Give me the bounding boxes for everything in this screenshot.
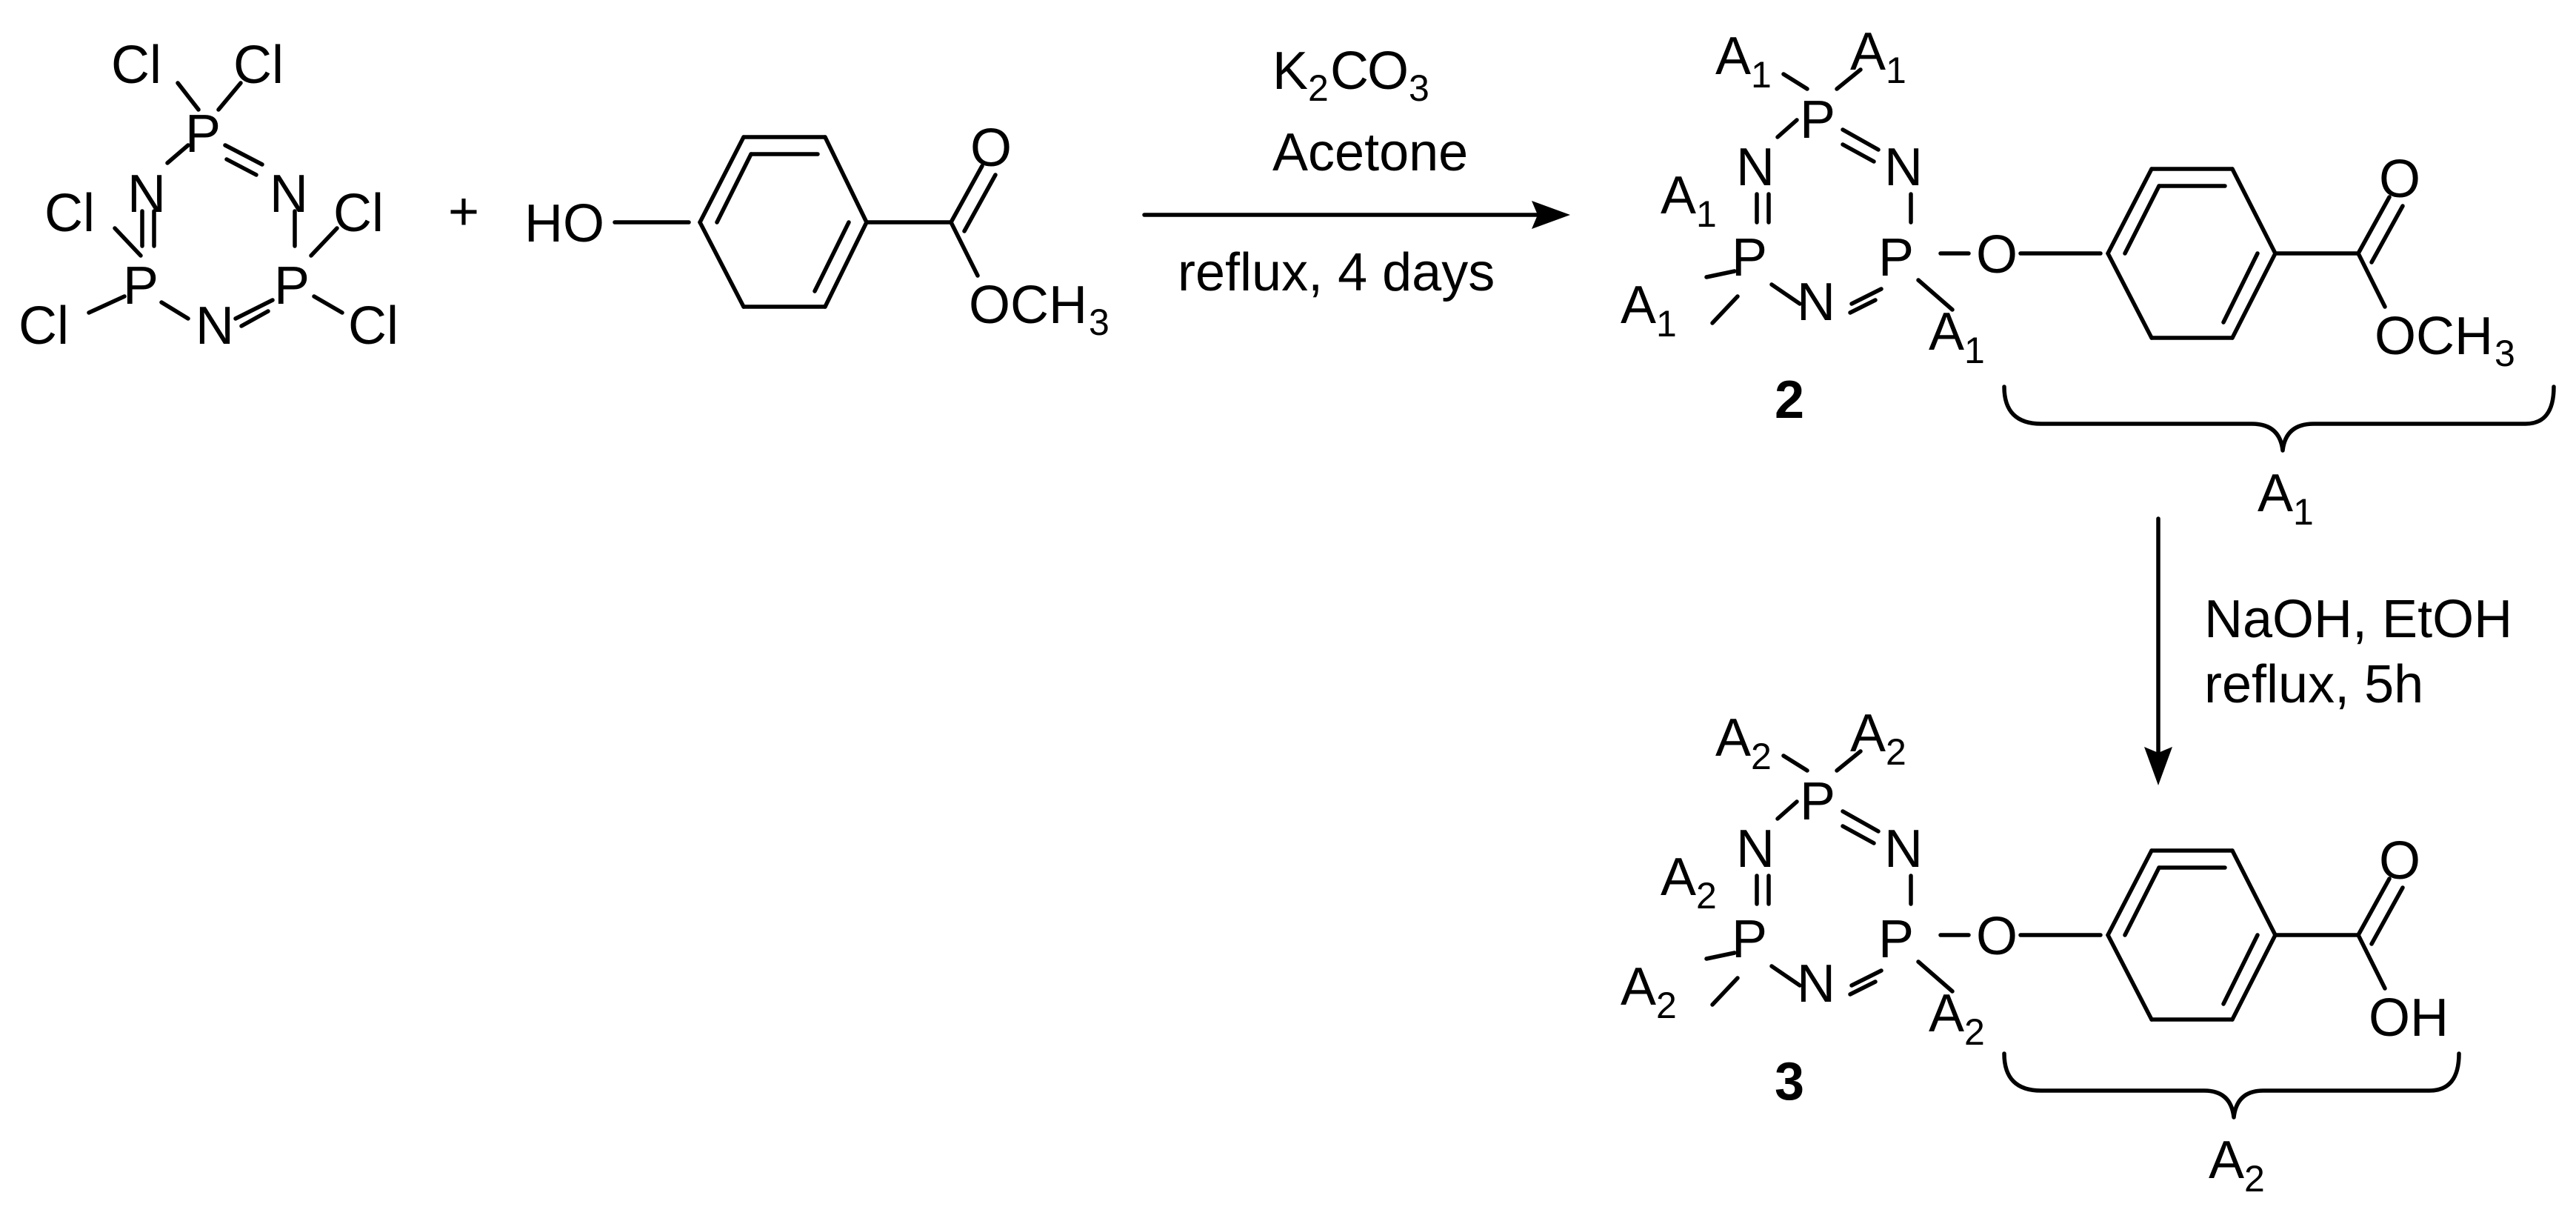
reaction-conditions: reflux, 4 days — [1178, 243, 1495, 302]
methoxy-group: OCH 3 — [969, 276, 1110, 343]
substituent-a: A — [1715, 27, 1751, 86]
substituent-a: A — [1661, 848, 1696, 907]
substituent-brace-a2: A 2 — [2002, 1051, 2461, 1200]
substituent-a: A — [1621, 957, 1656, 1017]
substituent-brace-a1: A 1 — [2002, 385, 2556, 533]
atom-n: N — [1884, 138, 1923, 197]
atom-o: O — [1976, 225, 2018, 285]
reagent-base-solvent: NaOH, EtOH — [2204, 590, 2512, 649]
subscript-one: 1 — [1696, 193, 1717, 235]
atom-cl: Cl — [333, 184, 384, 243]
subscript-one: 1 — [1751, 54, 1772, 96]
atom-n: N — [196, 296, 234, 356]
reagent-potassium-carbonate: K 2 C O 3 — [1272, 41, 1429, 109]
reaction-conditions-2: NaOH, EtOH reflux, 5h — [2204, 590, 2512, 714]
atom-cl: Cl — [233, 36, 284, 95]
atom-n: N — [1797, 273, 1835, 332]
compound-number-3: 3 — [1775, 1052, 1804, 1111]
atom-o: O — [970, 119, 1012, 178]
atom-p: P — [1732, 910, 1767, 969]
substituent-a: A — [1929, 302, 1964, 362]
atom-n: N — [1736, 138, 1775, 197]
atom-cl: Cl — [44, 184, 95, 243]
atom-cl: Cl — [19, 296, 69, 356]
atom-p: P — [185, 104, 221, 164]
subscript-three: 3 — [2495, 333, 2515, 374]
brace-label-a: A — [2258, 464, 2293, 523]
atom-oh: OH — [2369, 988, 2449, 1048]
subscript-one: 1 — [1886, 50, 1906, 91]
atom-n: N — [1884, 819, 1923, 879]
brace-label-subscript: 1 — [2293, 491, 2314, 533]
atom-n: N — [1736, 819, 1775, 879]
subscript-three: 3 — [1089, 302, 1110, 343]
atom-p: P — [1732, 228, 1767, 287]
subscript-one: 1 — [1964, 330, 1985, 371]
reagent-k: K — [1272, 41, 1308, 101]
subscript-two: 2 — [1886, 731, 1906, 773]
atom-p: P — [274, 256, 310, 316]
brace-label-subscript: 2 — [2244, 1158, 2265, 1200]
substituent-a: A — [1715, 708, 1751, 768]
atom-p: P — [1800, 772, 1835, 831]
atom-ho: HO — [524, 194, 604, 253]
atom-p: P — [1800, 90, 1835, 150]
atom-p: P — [1878, 910, 1914, 969]
reaction-conditions: reflux, 5h — [2204, 655, 2423, 714]
methoxy-group: OCH 3 — [2375, 307, 2515, 374]
subscript-one: 1 — [1656, 303, 1677, 345]
reagent-o: O — [1367, 41, 1409, 101]
substituent-a: A — [1661, 166, 1696, 225]
compound-2: P N P N P N A 1 A 1 A 1 A 1 A 1 O O OCH … — [1621, 22, 2515, 430]
plus-sign: + — [448, 182, 479, 242]
hexachlorocyclotriphosphazene: P N P N P N Cl Cl Cl Cl Cl Cl — [19, 36, 398, 356]
substituent-a: A — [1850, 22, 1886, 82]
atom-o: O — [2379, 150, 2420, 209]
atom-o: O — [1976, 907, 2018, 966]
atom-p: P — [123, 256, 159, 316]
reaction-arrow-2 — [2144, 516, 2172, 785]
compound-3: P N P N P N A 2 A 2 A 2 A 2 A 2 O O OH 3 — [1621, 704, 2449, 1111]
subscript-two: 2 — [1751, 736, 1772, 777]
compound-number-2: 2 — [1775, 370, 1804, 430]
subscript-two: 2 — [1696, 875, 1717, 917]
atom-cl: Cl — [348, 296, 398, 356]
subscript-two: 2 — [1308, 67, 1329, 109]
atom-och: OCH — [2375, 307, 2493, 366]
atom-n: N — [1797, 954, 1835, 1014]
methyl-4-hydroxybenzoate: HO O OCH 3 — [524, 119, 1110, 343]
reaction-arrow-1 — [1142, 201, 1570, 229]
atom-n: N — [127, 164, 166, 224]
atom-o: O — [2379, 831, 2420, 891]
atom-n: N — [270, 164, 308, 224]
atom-och: OCH — [969, 276, 1087, 335]
brace-label-a: A — [2209, 1131, 2244, 1190]
reaction-conditions-1: K 2 C O 3 Acetone reflux, 4 days — [1178, 41, 1495, 302]
reagent-solvent: Acetone — [1272, 123, 1468, 182]
atom-cl: Cl — [111, 36, 161, 95]
substituent-a: A — [1621, 276, 1656, 335]
reagent-co: C — [1330, 41, 1369, 101]
subscript-two: 2 — [1964, 1011, 1985, 1053]
subscript-two: 2 — [1656, 985, 1677, 1026]
atom-p: P — [1878, 228, 1914, 287]
substituent-a: A — [1929, 984, 1964, 1043]
subscript-three: 3 — [1409, 67, 1429, 109]
substituent-a: A — [1850, 704, 1886, 763]
